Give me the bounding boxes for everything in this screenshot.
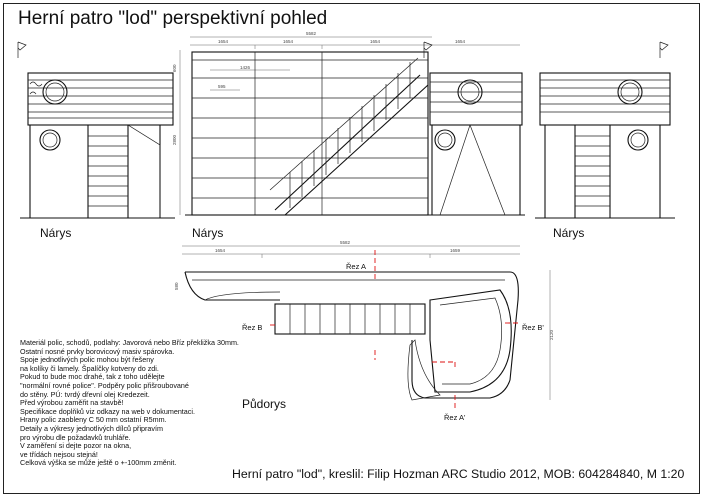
dim-inner-1: 1426 (240, 65, 251, 70)
note-line: Materiál polic, schodů, podlahy: Javorov… (20, 338, 239, 347)
view-label-plan: Půdorys (242, 397, 287, 411)
view-label-front-center: Nárys (192, 226, 224, 240)
note-line: Pokud to bude moc drahé, tak z toho uděl… (20, 372, 165, 382)
notes-block: Materiál polic, schodů, podlahy: Javorov… (20, 338, 239, 468)
drawing-title: Herní patro "lod" perspektivní pohled (18, 8, 328, 29)
note-line: Detaily a výkresy jednotlivých dílců při… (20, 423, 164, 433)
note-line: do stěny. PÚ: tvrdý dřevní olej Kredezei… (20, 389, 150, 399)
note-line: "normální rovné police". Podpěry polic p… (20, 380, 189, 390)
note-line: Celková výška se může ještě o +-100mm zm… (20, 458, 177, 468)
section-b-prime-label: Řez B' (522, 323, 544, 332)
left-elevation (17, 41, 175, 219)
note-line: V zaměření si dejte pozor na okna, (20, 441, 132, 451)
plan-dim-right: 1659 (450, 248, 461, 253)
drawing-frame (3, 3, 700, 494)
note-line: Ostatní nosné prvky borovicový masiv spá… (20, 346, 175, 356)
section-a-prime-label: Řez A' (444, 413, 466, 422)
dim-side: 1654 (455, 39, 466, 44)
dim-seg-right: 1654 (370, 39, 381, 44)
right-elevation (535, 41, 675, 219)
footer-caption: Herní patro "lod", kreslil: Filip Hozman… (232, 467, 685, 481)
dim-total: 5582 (306, 31, 317, 36)
plan-dim-depth: 2120 (549, 329, 554, 340)
note-line: Specifikace doplňků viz odkazy na web v … (20, 406, 195, 416)
note-line: Spoje jednotlivých polic mohou být řešen… (20, 355, 154, 365)
note-line: Před výrobou zaměřit na stavbě! (20, 398, 124, 408)
plan-dim-side: 580 (174, 282, 179, 290)
dim-seg-mid: 1654 (283, 39, 294, 44)
view-label-front-left: Nárys (40, 226, 72, 240)
side-elevation: 1654 (423, 39, 525, 216)
dim-height-2: 2800 (172, 134, 177, 145)
dim-height-1: 600 (172, 64, 177, 72)
dim-seg-left: 1654 (218, 39, 229, 44)
view-label-front-right: Nárys (553, 226, 585, 240)
note-line: na kolíky či lamely. Špalíčky kotveny do… (20, 363, 159, 373)
section-b-label: Řez B (242, 323, 262, 332)
plan-view: 5582 1654 1659 580 2120 (174, 240, 554, 422)
section-a-label: Řez A (346, 262, 366, 271)
plan-dim-total: 5582 (340, 240, 351, 245)
note-line: pro výrobu dle požadavků truhláře. (20, 432, 131, 442)
dim-inner-2: 595 (218, 84, 226, 89)
note-line: Hrany polic zaobleny C 50 mm ostatní R5m… (20, 415, 167, 425)
center-elevation: 5582 1654 1654 1654 1426 595 600 2800 (172, 31, 432, 216)
plan-dim-left: 1654 (215, 248, 226, 253)
note-line: ve třídách nejsou stejná! (20, 449, 98, 459)
